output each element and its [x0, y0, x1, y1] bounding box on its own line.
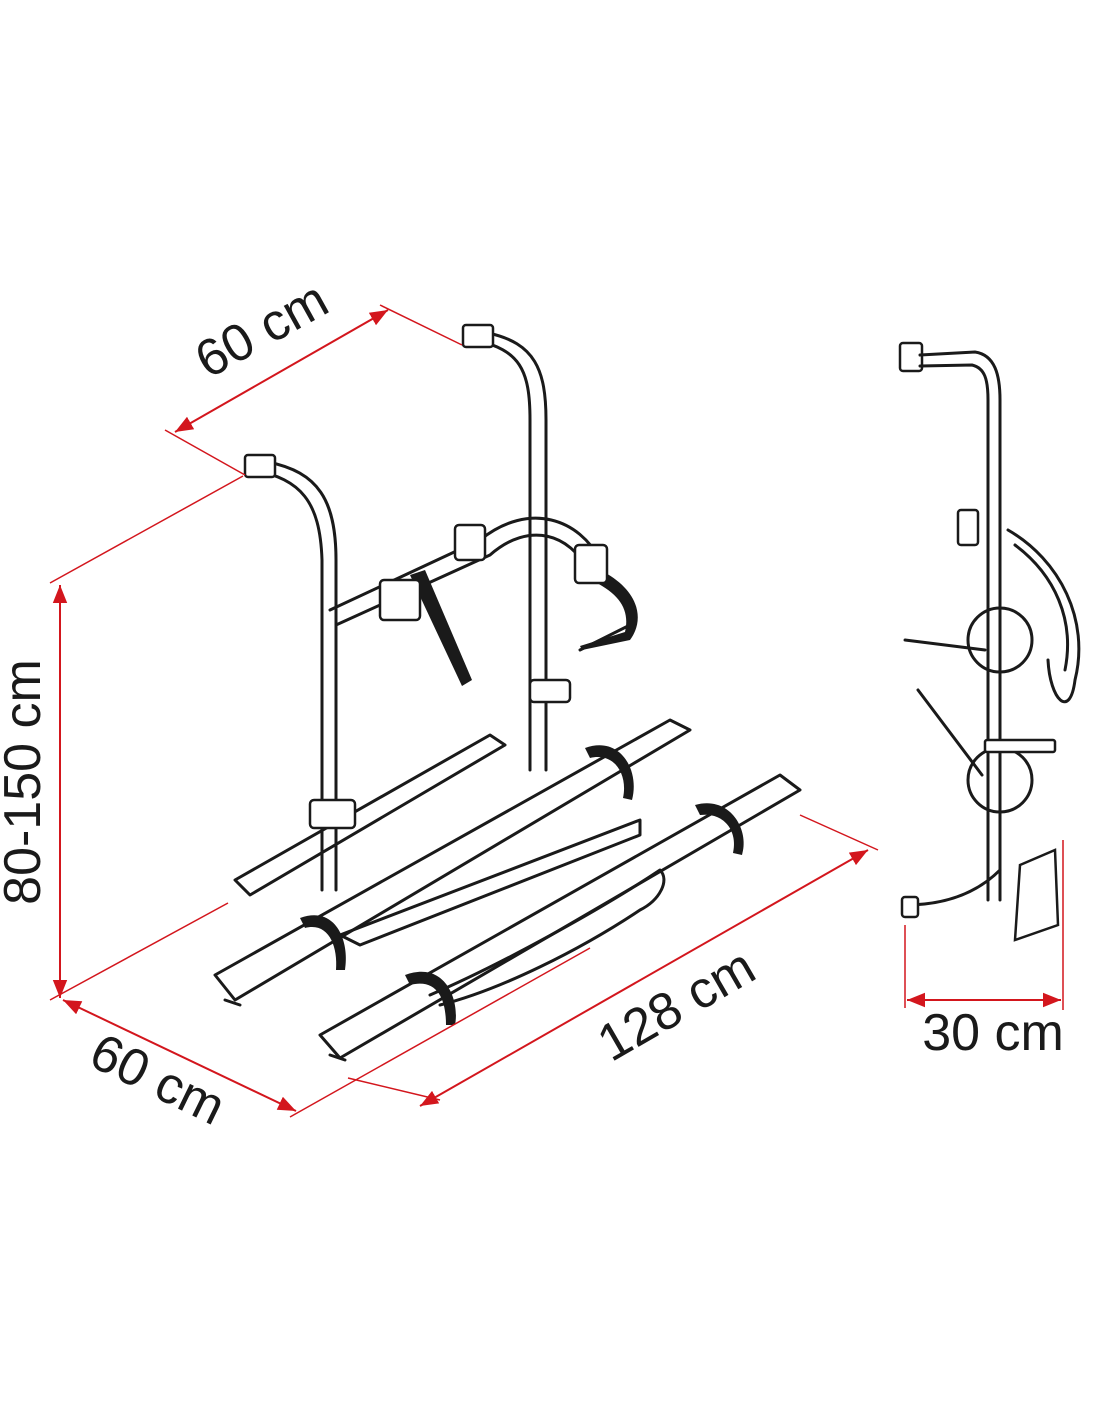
label-side-depth: 30 cm	[922, 1004, 1064, 1062]
dimension-side-depth: 30 cm	[904, 840, 1064, 1062]
dimension-length: 128 cm	[289, 814, 879, 1118]
dimension-top-width: 60 cm	[164, 270, 463, 476]
label-depth: 60 cm	[81, 1023, 234, 1137]
label-length: 128 cm	[588, 938, 765, 1073]
label-height: 80-150 cm	[0, 659, 52, 905]
dimension-height: 80-150 cm	[0, 475, 244, 1001]
dimension-depth: 60 cm	[62, 999, 297, 1137]
bike-rack-side-view	[898, 341, 1081, 942]
label-top-width: 60 cm	[186, 270, 338, 389]
bike-rack-front-view	[213, 323, 802, 1062]
